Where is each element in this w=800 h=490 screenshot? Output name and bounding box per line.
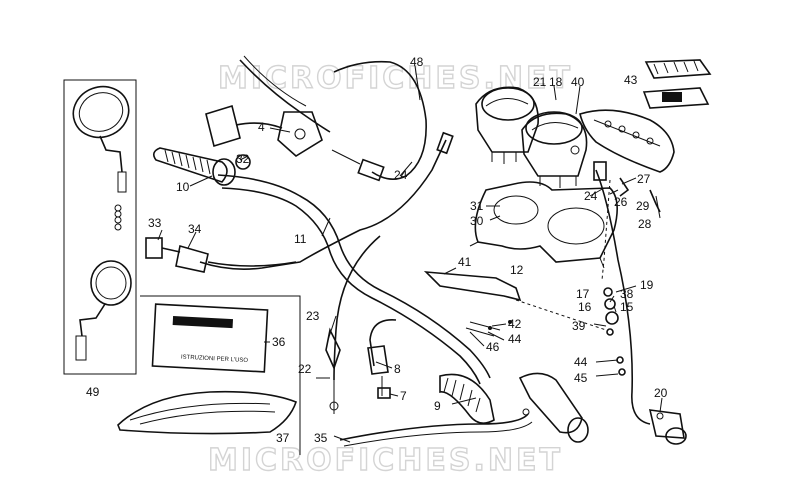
label-30: 30 xyxy=(470,214,484,228)
label-12: 12 xyxy=(510,263,524,277)
label-29: 29 xyxy=(636,199,650,213)
label-18: 18 xyxy=(549,75,563,89)
label-36: 36 xyxy=(272,335,286,349)
instrument-cluster xyxy=(475,86,588,188)
label-43: 43 xyxy=(624,73,638,87)
label-37: 37 xyxy=(276,431,290,445)
label-46: 46 xyxy=(486,340,500,354)
label-33: 33 xyxy=(148,216,162,230)
mounting-plate xyxy=(423,271,607,337)
mirrors-box xyxy=(63,79,137,375)
instrument-bracket xyxy=(469,181,618,269)
label-24b: 24 xyxy=(584,189,598,203)
label-38: 38 xyxy=(620,287,634,301)
label-10: 10 xyxy=(176,180,190,194)
label-17: 17 xyxy=(576,287,590,301)
label-49: 49 xyxy=(86,385,100,399)
label-42: 42 xyxy=(508,317,522,331)
label-31: 31 xyxy=(470,199,484,213)
label-15: 15 xyxy=(620,300,634,314)
part-labels: 48 21 18 40 43 4 32 10 24 24 27 26 29 28… xyxy=(86,55,668,445)
label-23: 23 xyxy=(306,309,320,323)
tacho-cable xyxy=(593,161,651,425)
label-44b: 44 xyxy=(574,355,588,369)
label-26: 26 xyxy=(614,195,628,209)
label-48: 48 xyxy=(410,55,424,69)
speedo-cable xyxy=(325,235,381,414)
label-28: 28 xyxy=(638,217,652,231)
label-9: 9 xyxy=(434,399,441,413)
cable-8 xyxy=(367,319,397,399)
label-41: 41 xyxy=(458,255,472,269)
label-22: 22 xyxy=(298,362,312,376)
label-21: 21 xyxy=(533,75,547,89)
label-16: 16 xyxy=(578,300,592,314)
warning-light-panel xyxy=(579,109,675,173)
label-27: 27 xyxy=(637,172,651,186)
booklet-title: ISTRUZIONI PER L'USO xyxy=(181,355,249,365)
watermark-bottom: MICROFICHES.NET xyxy=(208,443,563,478)
label-4: 4 xyxy=(258,120,265,134)
label-7: 7 xyxy=(400,389,407,403)
label-24a: 24 xyxy=(394,168,408,182)
handlebar xyxy=(217,174,491,385)
label-45: 45 xyxy=(574,371,588,385)
rubber-pads-43 xyxy=(642,59,712,109)
label-32: 32 xyxy=(236,152,250,166)
label-34: 34 xyxy=(188,222,202,236)
leader-lines xyxy=(157,65,663,443)
throttle-switch-34 xyxy=(145,237,297,273)
label-19: 19 xyxy=(640,278,654,292)
label-35: 35 xyxy=(314,431,328,445)
throttle-cables xyxy=(339,408,533,447)
label-40: 40 xyxy=(571,75,585,89)
label-8: 8 xyxy=(394,362,401,376)
left-grip xyxy=(152,147,251,186)
label-20: 20 xyxy=(654,386,668,400)
label-39: 39 xyxy=(572,319,586,333)
label-11: 11 xyxy=(294,232,307,246)
right-grip xyxy=(439,372,589,443)
clutch-cable xyxy=(199,60,454,270)
left-switch-lever xyxy=(205,55,331,157)
label-44a: 44 xyxy=(508,332,522,346)
watermark-top: MICROFICHES.NET xyxy=(218,61,573,96)
booklet-box: ISTRUZIONI PER L'USO xyxy=(117,295,301,455)
small-parts xyxy=(619,177,661,219)
switch-20 xyxy=(648,409,687,445)
